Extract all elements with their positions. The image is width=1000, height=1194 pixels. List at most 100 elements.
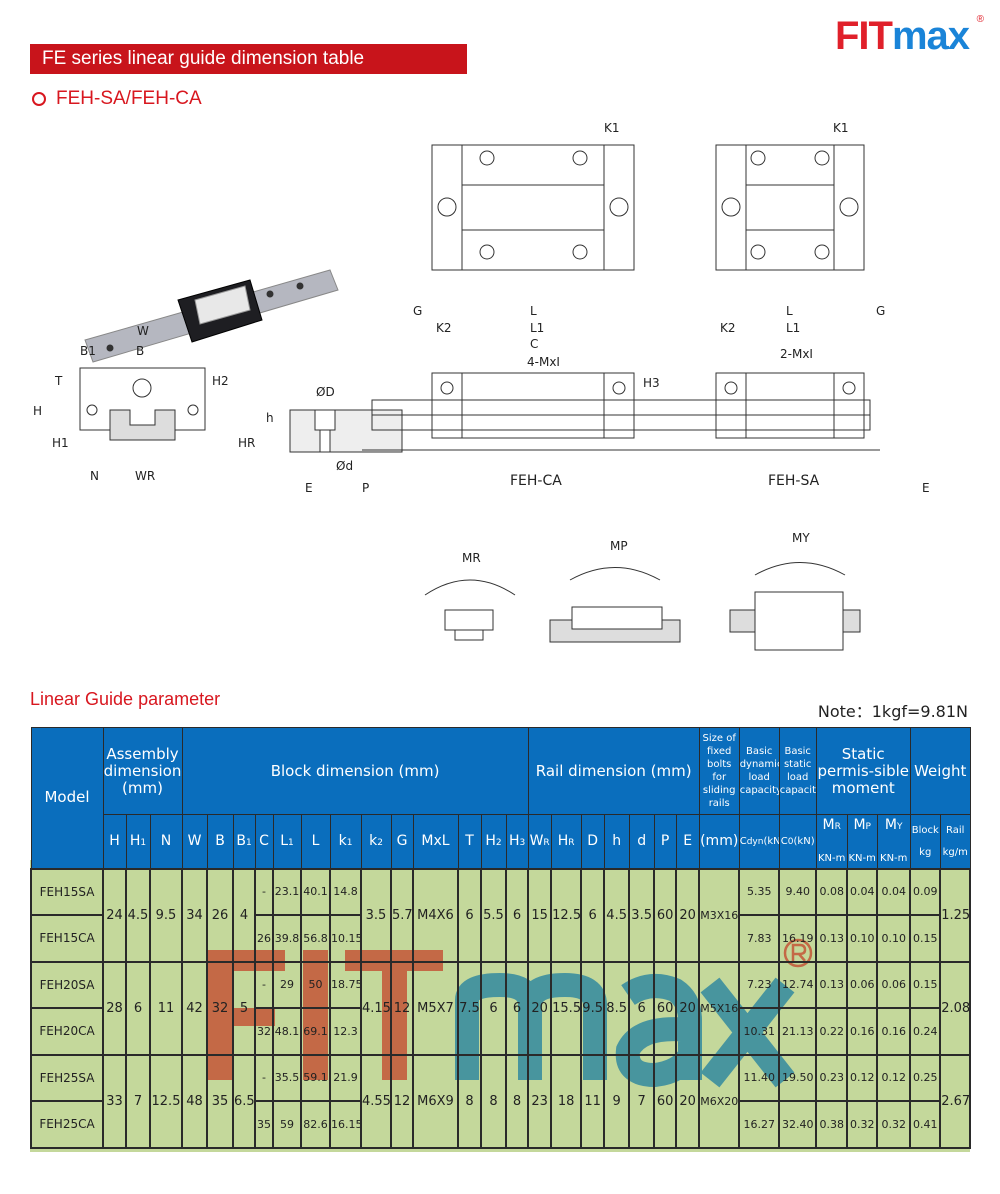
label-l1: L1	[530, 321, 544, 335]
technical-drawings: K1 K1 W B1 B T H2 H H1 N WR G K2 L L1 C …	[33, 121, 930, 651]
cell-l1: 39.8	[272, 914, 302, 963]
cell-mr: 0.13	[815, 914, 849, 963]
label-h2: H2	[212, 374, 229, 388]
column-header-base: E	[683, 833, 693, 850]
cell-d: 6	[628, 960, 656, 1056]
label-w: W	[137, 324, 149, 338]
cell-b1: 4	[232, 867, 256, 963]
label-k2: K2	[436, 321, 452, 335]
cell-h1: 7	[125, 1053, 151, 1149]
cell-l: 59.1	[300, 1053, 331, 1102]
cell-k2: 4.55	[360, 1053, 392, 1149]
cell-my: 0.10	[876, 914, 912, 963]
cell-block: 0.09	[909, 867, 942, 916]
side-view	[289, 372, 880, 453]
cell-bolt: M6X20	[698, 1053, 741, 1149]
end-view	[79, 367, 206, 441]
column-header-subscript: 0	[787, 836, 794, 847]
cell-model: FEH20SA	[30, 960, 104, 1009]
label-l1: L1	[786, 321, 800, 335]
cell-e: 20	[675, 1053, 701, 1149]
label-l: L	[530, 304, 537, 318]
column-header: C0(kN)	[778, 814, 817, 869]
cell-hr: 12.5	[550, 867, 583, 963]
cell-model: FEH25CA	[30, 1100, 104, 1149]
cell-mp: 0.10	[846, 914, 879, 963]
cell-cdyn: 11.40	[738, 1053, 781, 1102]
cell-w: 34	[181, 867, 208, 963]
cell-l: 69.1	[300, 1007, 331, 1056]
label-mp: MP	[610, 539, 628, 553]
label-b1: B1	[80, 344, 96, 358]
cell-p: 60	[653, 867, 678, 963]
column-header-base: d	[637, 833, 647, 850]
cell-block: 0.24	[909, 1007, 942, 1056]
column-header: MxL	[412, 814, 459, 869]
moment-symbol: M	[853, 817, 866, 834]
label-n: N	[90, 469, 99, 483]
label-hr: HR	[238, 436, 255, 450]
cell-c: -	[254, 1053, 274, 1102]
label-g: G	[876, 304, 885, 318]
column-header: (mm)	[698, 814, 740, 869]
column-header-subscript: 3	[519, 838, 526, 849]
cell-n: 9.5	[149, 867, 183, 963]
section-banner: FE series linear guide dimension table	[30, 44, 467, 74]
column-header-base: T	[465, 833, 474, 850]
column-header: T	[457, 814, 482, 869]
column-header: E	[675, 814, 700, 869]
header-dyn: Basic dynamic load capacity	[738, 727, 780, 815]
cell-c: 32	[254, 1007, 274, 1056]
cell-h: 9	[603, 1053, 631, 1149]
cell-n: 12.5	[149, 1053, 183, 1149]
column-header-unit: (kN)	[763, 835, 778, 847]
column-header: L	[300, 814, 331, 869]
cell-d: 11	[580, 1053, 606, 1149]
column-header: W	[181, 814, 208, 869]
column-header-base: B	[215, 833, 225, 850]
cell-g: 12	[390, 960, 414, 1056]
cell-e: 20	[675, 867, 701, 963]
cell-my: 0.04	[876, 867, 912, 916]
column-header-subscript: 1	[346, 838, 353, 849]
brand-logo: FITmax®	[835, 14, 984, 59]
column-header: H2	[480, 814, 507, 869]
column-header-base: C	[259, 833, 269, 850]
label-g: G	[413, 304, 422, 318]
cell-block: 0.15	[909, 960, 942, 1009]
cell-t: 6	[457, 867, 482, 963]
column-header-base: H	[557, 833, 569, 850]
cell-c: -	[254, 867, 274, 916]
cell-mp: 0.12	[846, 1053, 879, 1102]
cell-model: FEH15CA	[30, 914, 104, 963]
cell-h3: 8	[504, 1053, 530, 1149]
label-od: ØD	[316, 385, 335, 399]
column-header: k2	[360, 814, 392, 869]
cell-mxl: M6X9	[412, 1053, 459, 1149]
cell-l1: 29	[272, 960, 302, 1009]
cell-model: FEH25SA	[30, 1053, 104, 1102]
column-header: H1	[125, 814, 151, 869]
label-k2: K2	[720, 321, 736, 335]
cell-k2: 3.5	[360, 867, 392, 963]
column-header-subscript: 1	[140, 838, 147, 849]
cell-wr: 23	[527, 1053, 553, 1149]
cell-wr: 20	[527, 960, 553, 1056]
cell-my: 0.16	[876, 1007, 912, 1056]
cell-l: 56.8	[300, 914, 331, 963]
logo-max: max	[891, 14, 970, 58]
column-header-base: (mm)	[700, 833, 739, 850]
cell-g: 12	[390, 1053, 414, 1149]
cell-c0: 32.40	[778, 1100, 818, 1149]
column-header-base: k	[338, 833, 347, 850]
column-header-base: L	[280, 833, 289, 850]
moment-symbol: M	[884, 817, 898, 834]
column-header-base: W	[529, 833, 544, 850]
cell-d: 3.5	[628, 867, 656, 963]
cell-block: 0.15	[909, 914, 942, 963]
logo-fit: FIT	[835, 14, 893, 58]
cell-cdyn: 5.35	[738, 867, 781, 916]
